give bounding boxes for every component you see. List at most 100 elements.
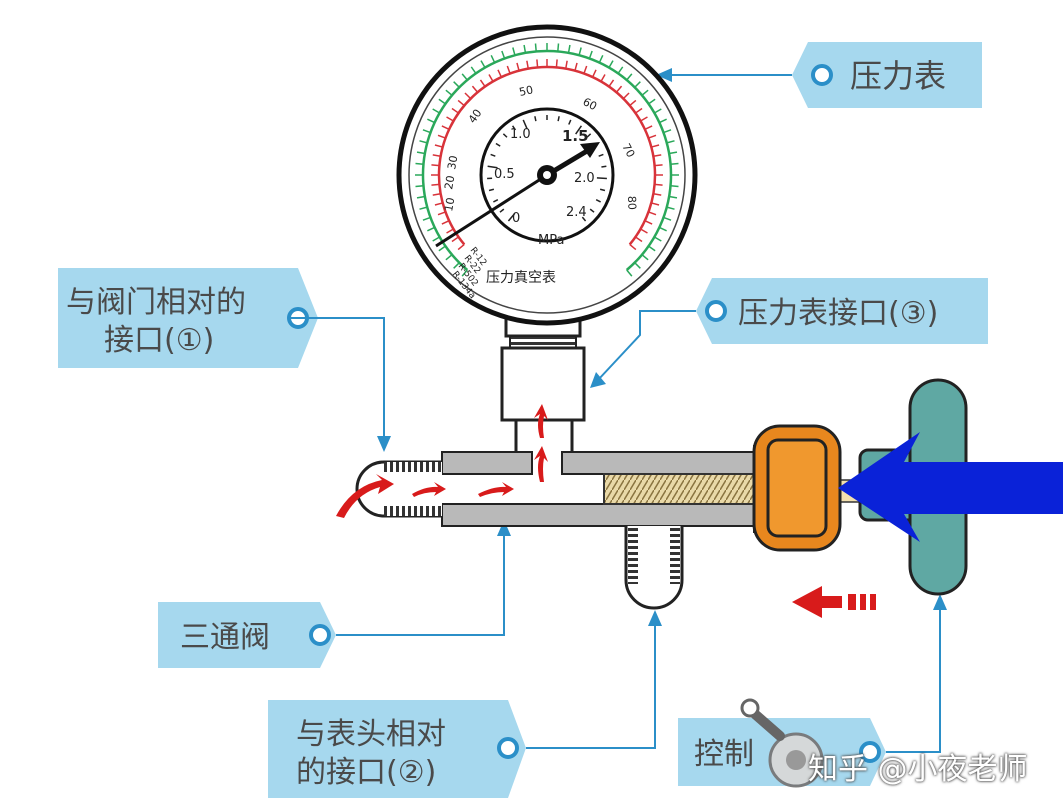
green-scale-tick xyxy=(490,55,496,63)
inner-scale-label: 1.5 xyxy=(562,127,589,145)
inner-scale-tick xyxy=(502,133,508,138)
green-scale-tick xyxy=(670,162,679,165)
green-scale-tick xyxy=(641,89,649,96)
red-scale-tick xyxy=(457,243,465,251)
arrowhead-icon xyxy=(497,520,511,536)
gauge-scales xyxy=(415,43,679,277)
green-scale-tick xyxy=(648,98,656,105)
gauge-face-title: 压力真空表 xyxy=(486,270,556,286)
callout-dot-icon xyxy=(859,741,881,763)
red-scale-tick xyxy=(635,107,643,114)
red-scale-tick xyxy=(608,79,615,87)
green-scale-tick xyxy=(654,236,662,242)
red-scale-tick xyxy=(629,99,637,107)
green-scale-tick xyxy=(415,162,424,165)
inner-scale-tick xyxy=(507,212,516,222)
watermark: 知乎 @小夜老师 xyxy=(808,752,1028,787)
red-scale-tick xyxy=(591,69,597,78)
red-scale-tick xyxy=(622,92,630,100)
gauge-connector xyxy=(500,346,586,458)
reverse-arrow-icon xyxy=(792,586,842,618)
arrowhead-icon xyxy=(377,436,391,452)
gauge-needle xyxy=(435,173,548,248)
gauge-needle-tip xyxy=(580,142,600,158)
red-scale-tick xyxy=(441,125,450,131)
green-scale-tick xyxy=(470,66,477,74)
green-scale-tick xyxy=(641,254,649,261)
red-scale-tick xyxy=(451,107,459,114)
orange-nut xyxy=(752,424,842,552)
inner-scale-label: 2.4 xyxy=(566,205,587,220)
inner-scale-tick xyxy=(487,165,498,169)
inner-scale-label: 2.0 xyxy=(574,171,595,186)
green-scale-tick xyxy=(663,216,672,221)
head-port-thread-left xyxy=(628,526,638,584)
arrowhead-icon xyxy=(648,610,662,626)
inner-scale-label: 0 xyxy=(512,211,520,226)
reverse-arrow-dash xyxy=(848,594,856,610)
red-scale-tick xyxy=(457,99,465,107)
red-scale-tick xyxy=(536,59,539,68)
green-scale-tick xyxy=(668,151,678,155)
red-scale-tick xyxy=(516,62,520,71)
green-scale-tick xyxy=(634,81,641,88)
inner-scale-tick xyxy=(598,153,604,157)
flow-arrow-icon xyxy=(478,482,514,497)
red-scale-tick xyxy=(653,154,662,157)
inner-scale-tick xyxy=(599,188,606,192)
red-scale-tick xyxy=(600,74,606,82)
red-scale-tick xyxy=(471,85,479,93)
valve-body-wall-bottom xyxy=(441,503,755,527)
green-scale-tick xyxy=(422,129,431,134)
green-scale-tick xyxy=(432,236,440,242)
green-scale-tick xyxy=(461,269,468,277)
valve-core-screw xyxy=(603,473,755,505)
label-control-knob: 控制 xyxy=(694,737,754,772)
green-scale-tick xyxy=(634,262,641,269)
callout-dot-icon xyxy=(811,64,833,86)
red-scale-tick xyxy=(644,125,653,131)
green-scale-tick xyxy=(588,50,593,59)
green-scale-tick xyxy=(567,44,571,54)
red-scale-tick xyxy=(653,193,662,196)
arrowhead-icon xyxy=(590,372,606,388)
red-scale-tick xyxy=(640,116,648,122)
flow-arrow-icon xyxy=(412,482,446,497)
leader-lines xyxy=(289,68,947,753)
pressure-gauge: 1.0 0.5 0 1.5 2.0 2.4 MPa 压力真空表 R-12 R-2… xyxy=(396,24,698,349)
label-gauge-port: 压力表接口(③) xyxy=(738,296,938,331)
red-scale-tick xyxy=(654,183,663,186)
arrowhead-icon xyxy=(656,68,672,82)
red-scale-tick xyxy=(615,85,623,93)
callout-three-way-valve: 三通阀 xyxy=(158,602,336,668)
green-scale-tick xyxy=(416,151,426,155)
leader-head-port xyxy=(526,620,656,749)
leader-control-knob xyxy=(886,604,941,753)
valve-port-thread-bottom xyxy=(384,506,442,516)
leader-valve-port xyxy=(289,317,385,440)
inner-scale-tick xyxy=(596,177,607,180)
outer-scale-label: 10 xyxy=(442,196,457,212)
red-scale-tick xyxy=(446,116,454,122)
green-scale-tick xyxy=(670,185,679,188)
callout-dot-icon xyxy=(497,737,519,759)
green-scale-tick xyxy=(659,226,667,232)
green-scale-tick xyxy=(598,55,604,63)
inner-scale-tick xyxy=(581,216,587,222)
head-port-fitting xyxy=(624,526,684,610)
callout-head-port: 与表头相对 的接口(②) xyxy=(268,700,526,798)
leader-three-way xyxy=(336,530,505,636)
inner-scale-tick xyxy=(586,133,592,138)
callout-dot-icon xyxy=(309,624,331,646)
inner-scale-tick xyxy=(499,208,505,213)
gauge-stem-thread xyxy=(509,335,577,349)
push-arrow-icon xyxy=(838,432,1063,542)
green-scale-tick xyxy=(453,81,460,88)
green-scale-tick xyxy=(668,195,678,199)
red-scale-tick xyxy=(451,236,459,243)
inner-scale-tick xyxy=(488,188,495,192)
green-scale-tick xyxy=(415,185,424,188)
valve-body-wall-top-right xyxy=(561,451,755,475)
inner-scale-tick xyxy=(534,116,537,122)
